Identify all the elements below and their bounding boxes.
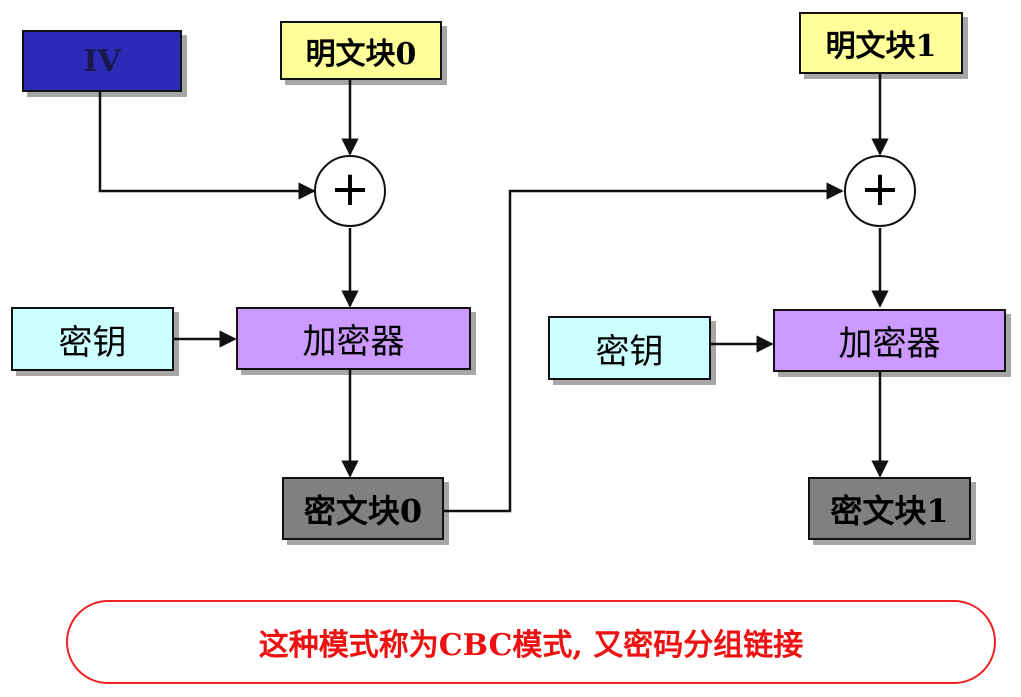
encryptor-1-label: 加密器 [838, 324, 941, 364]
encryptor-0-label: 加密器 [302, 322, 405, 362]
caption-frame: 这种模式称为CBC模式, 又密码分组链接 [66, 600, 996, 684]
key-0-box: 密钥 [11, 307, 174, 371]
encryptor-0-box: 加密器 [236, 307, 471, 370]
ciphertext-block-1-label: 密文块1 [830, 491, 949, 530]
encryptor-1-box: 加密器 [773, 309, 1006, 372]
ciphertext-block-0-label: 密文块0 [303, 491, 423, 530]
key-1-label: 密钥 [595, 331, 664, 372]
iv-label: IV [83, 43, 121, 79]
iv-box: IV [22, 30, 182, 92]
xor-0-node: + [314, 155, 386, 227]
key-1-box: 密钥 [548, 316, 711, 380]
xor-1-node: + [844, 155, 916, 227]
plaintext-block-0-label: 明文块0 [305, 36, 417, 72]
plaintext-block-1-label: 明文块1 [825, 29, 937, 64]
plaintext-block-0-box: 明文块0 [280, 21, 442, 80]
iv-to-xor-0-line [98, 92, 316, 200]
key-0-label: 密钥 [58, 322, 127, 363]
circled-plus-icon: + [329, 161, 371, 217]
circled-plus-icon: + [859, 161, 901, 217]
ciphertext-0-to-xor-1-line [444, 182, 844, 513]
ciphertext-block-1-box: 密文块1 [808, 477, 971, 540]
caption-text: 这种模式称为CBC模式, 又密码分组链接 [258, 628, 804, 663]
ciphertext-block-0-box: 密文块0 [282, 477, 444, 540]
plaintext-block-1-box: 明文块1 [799, 12, 963, 74]
